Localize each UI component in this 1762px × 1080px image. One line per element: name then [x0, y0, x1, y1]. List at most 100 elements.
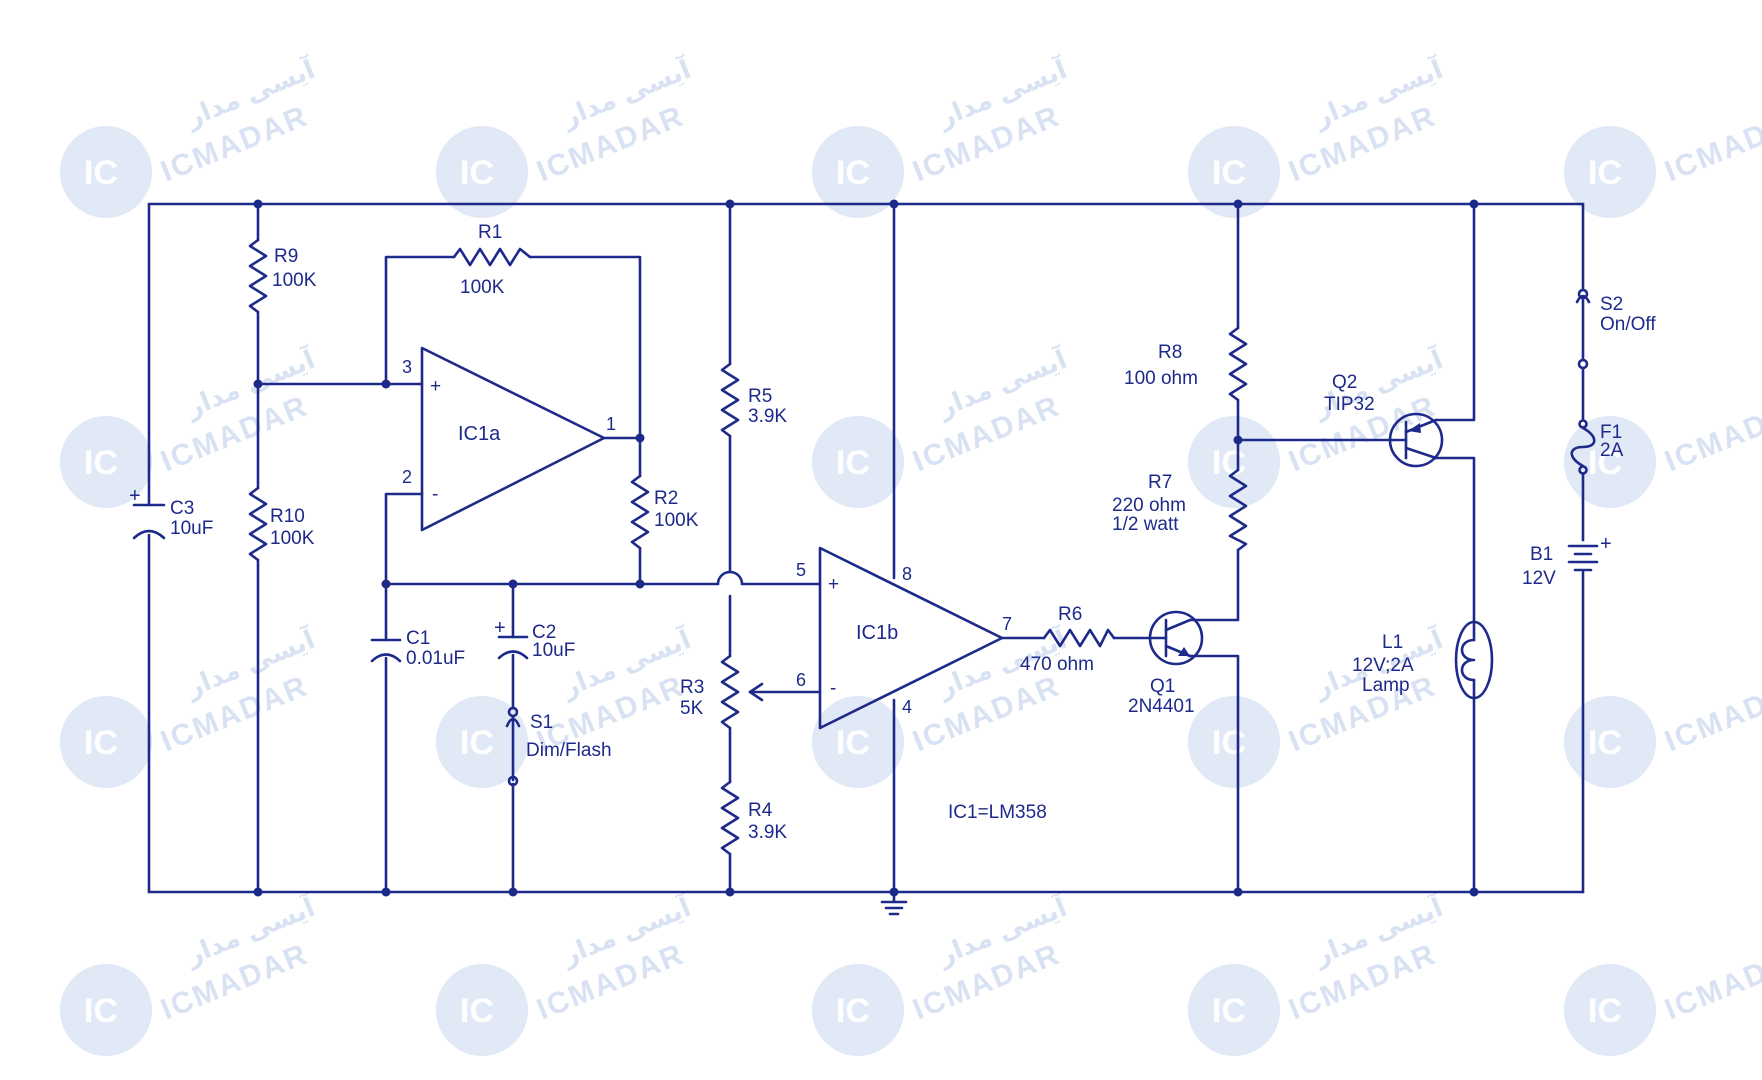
watermark-logo-icon [812, 126, 904, 218]
opamp-ic1a: IC1a + - 3 2 1 [402, 346, 616, 532]
junction-dot [253, 199, 263, 209]
watermark-12: IC ICMADAR آیسی مدار [812, 623, 1072, 788]
watermark-logo-icon [1564, 126, 1656, 218]
resistor-r6: R6 470 ohm [1020, 604, 1116, 675]
transistor-emitter-arrow-icon [1408, 423, 1421, 433]
watermark-logo-icon [1564, 416, 1656, 508]
junction-dot [381, 887, 391, 897]
r8-value-label: 100 ohm [1124, 368, 1198, 389]
junction-dot [725, 199, 735, 209]
ic1a-pin1-label: 1 [606, 414, 616, 434]
watermark-logo-icon [436, 696, 528, 788]
watermark-logo-text: IC [1212, 992, 1246, 1030]
junction-dot [725, 887, 735, 897]
opamp-ic1b: IC1b + - 5 6 7 8 4 [796, 546, 1012, 730]
watermark-brand: ICMADAR [1660, 390, 1762, 479]
resistor-r7: R7 220 ohm 1/2 watt [1112, 468, 1248, 552]
fuse-icon [1570, 426, 1596, 468]
resistor-r1: R1 100K [452, 222, 532, 298]
watermark-8: IC ICMADAR آیسی مدار [1188, 343, 1448, 508]
s1-ref-label: S1 [530, 712, 553, 733]
r10-value-label: 100K [270, 528, 315, 549]
ic1b-pin4-label: 4 [902, 697, 912, 717]
watermark-brand: ICMADAR [1660, 938, 1762, 1027]
lamp-l1: L1 12V;2A Lamp [1352, 620, 1494, 700]
r9-value-label: 100K [272, 270, 317, 291]
r6-value-label: 470 ohm [1020, 654, 1094, 675]
resistor-r2: R2 100K [630, 474, 699, 550]
watermark-logo-icon [1564, 964, 1656, 1056]
q1-value-label: 2N4401 [1128, 696, 1195, 717]
r3-ref-label: R3 [680, 677, 704, 698]
junction-dot [1469, 887, 1479, 897]
watermark-logo-icon [812, 696, 904, 788]
ground-icon [880, 890, 908, 916]
r2-value-label: 100K [654, 510, 699, 531]
junction-dot [1233, 199, 1243, 209]
s1-value-label: Dim/Flash [526, 740, 612, 761]
ic1a-pin3-label: 3 [402, 357, 412, 377]
lamp-filament-icon [1460, 638, 1476, 682]
resistor-icon [1228, 468, 1248, 552]
wiper-arrow-icon [748, 682, 764, 702]
c1-ref-label: C1 [406, 628, 430, 649]
resistor-icon [1042, 628, 1116, 648]
r2-wire [602, 436, 642, 586]
watermark-19: IC ICMADAR [1564, 938, 1762, 1056]
watermark-14: IC ICMADAR [1564, 670, 1762, 788]
watermark-logo-icon [60, 126, 152, 218]
watermark-logo-text: IC [460, 154, 494, 192]
resistor-icon [1228, 326, 1248, 402]
ic1b-pin6-label: 6 [796, 670, 806, 690]
r6-ref-label: R6 [1058, 604, 1082, 625]
b1-value-label: 12V [1522, 568, 1556, 589]
junction-dot [381, 579, 391, 589]
ground-symbol [880, 890, 908, 916]
watermark-logo-icon [436, 964, 528, 1056]
capacitor-c1: C1 0.01uF [370, 628, 465, 669]
c1-value-label: 0.01uF [406, 648, 465, 669]
resistor-icon [720, 654, 740, 730]
resistor-r5: R5 3.9K [720, 362, 787, 438]
s2-ref-label: S2 [1600, 294, 1623, 315]
r2-ref-label: R2 [654, 488, 678, 509]
c3-value-label: 10uF [170, 518, 213, 539]
switch-s2: S2 On/Off [1575, 288, 1656, 370]
r1-ref-label: R1 [478, 222, 502, 243]
ic1b-plus-label: + [828, 574, 839, 595]
f1-ref-label: F1 [1600, 422, 1622, 443]
ic1b-minus-label: - [830, 678, 836, 699]
resistor-r9: R9 100K [248, 238, 317, 314]
r3-value-label: 5K [680, 698, 704, 719]
watermark-logo-icon [1188, 696, 1280, 788]
opamp-triangle-icon [420, 346, 606, 532]
junction-dot [253, 379, 263, 389]
l1-note-label: Lamp [1362, 675, 1410, 696]
ic1a-plus-label: + [430, 376, 441, 397]
capacitor-plate-curved-icon [370, 653, 402, 663]
ic1b-pin5-label: 5 [796, 560, 806, 580]
potentiometer-r3: R3 5K [680, 654, 764, 730]
watermark-logo-text: IC [1588, 992, 1622, 1030]
r7-value-label: 220 ohm [1112, 495, 1186, 516]
switch-actuator-icon [1575, 294, 1591, 362]
watermark-logo-text: IC [836, 992, 870, 1030]
watermark-15: IC ICMADAR آیسی مدار [60, 891, 320, 1056]
watermark-1: IC ICMADAR آیسی مدار [60, 53, 320, 218]
watermark-logo-text: IC [836, 154, 870, 192]
watermark-logo-text: IC [84, 444, 118, 482]
resistor-icon [720, 780, 740, 856]
watermark-logo-icon [60, 964, 152, 1056]
r8-ref-label: R8 [1158, 342, 1182, 363]
watermark-2: IC ICMADAR آیسی مدار [436, 53, 696, 218]
transistor-q1: Q1 2N4401 [1128, 610, 1204, 717]
battery-b1: + B1 12V [1522, 533, 1612, 589]
r4-value-label: 3.9K [748, 822, 787, 843]
watermark-7: IC ICMADAR آیسی مدار [812, 343, 1072, 508]
junction-dot [508, 887, 518, 897]
watermark-5: IC ICMADAR [1564, 100, 1762, 218]
junction-dot [635, 579, 645, 589]
watermark-logo-icon [812, 964, 904, 1056]
fuse-f1: F1 2A [1570, 419, 1624, 475]
